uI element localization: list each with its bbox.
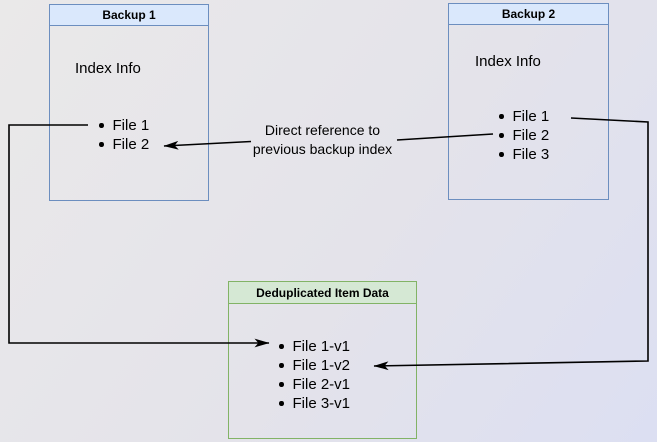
backup2-file-list: File 1 File 2 File 3 (499, 107, 549, 164)
bullet-icon (499, 133, 504, 138)
file-label: File 2 (112, 136, 150, 153)
backup2-title: Backup 2 (501, 7, 556, 21)
backup2-index-info-label: Index Info (475, 53, 541, 70)
file-label: File 2-v1 (292, 376, 351, 393)
backup1-header: Backup 1 (50, 5, 208, 26)
direct-reference-label: Direct reference to previous backup inde… (235, 121, 410, 159)
list-item: File 1 (499, 107, 549, 126)
bullet-icon (279, 363, 284, 368)
file-label: File 3-v1 (292, 395, 351, 412)
file-label: File 1 (512, 108, 550, 125)
list-item: File 2-v1 (279, 375, 350, 394)
backup1-box: Backup 1 (49, 4, 209, 201)
file-label: File 1 (112, 117, 150, 134)
bullet-icon (499, 114, 504, 119)
file-label: File 2 (512, 127, 550, 144)
list-item: File 1-v1 (279, 337, 350, 356)
file-label: File 1-v1 (292, 338, 351, 355)
direct-reference-label-line2: previous backup index (252, 141, 393, 157)
list-item: File 1-v2 (279, 356, 350, 375)
bullet-icon (279, 382, 284, 387)
backup1-title: Backup 1 (102, 8, 156, 22)
backup1-index-info-label: Index Info (75, 60, 141, 77)
backup1-file-list: File 1 File 2 (99, 116, 149, 154)
list-item: File 2 (499, 126, 549, 145)
bullet-icon (279, 344, 284, 349)
bullet-icon (99, 123, 104, 128)
bullet-icon (99, 142, 104, 147)
list-item: File 2 (99, 135, 149, 154)
bullet-icon (499, 152, 504, 157)
file-label: File 1-v2 (292, 357, 351, 374)
bullet-icon (279, 401, 284, 406)
list-item: File 1 (99, 116, 149, 135)
dedup-file-list: File 1-v1 File 1-v2 File 2-v1 File 3-v1 (279, 337, 350, 413)
direct-reference-label-line1: Direct reference to (264, 122, 381, 138)
backup2-box: Backup 2 (448, 3, 609, 200)
dedup-box: Deduplicated Item Data (228, 281, 417, 439)
file-label: File 3 (512, 146, 550, 163)
dedup-title: Deduplicated Item Data (256, 285, 389, 300)
list-item: File 3 (499, 145, 549, 164)
dedup-header: Deduplicated Item Data (229, 282, 416, 304)
list-item: File 3-v1 (279, 394, 350, 413)
backup2-header: Backup 2 (449, 4, 608, 25)
